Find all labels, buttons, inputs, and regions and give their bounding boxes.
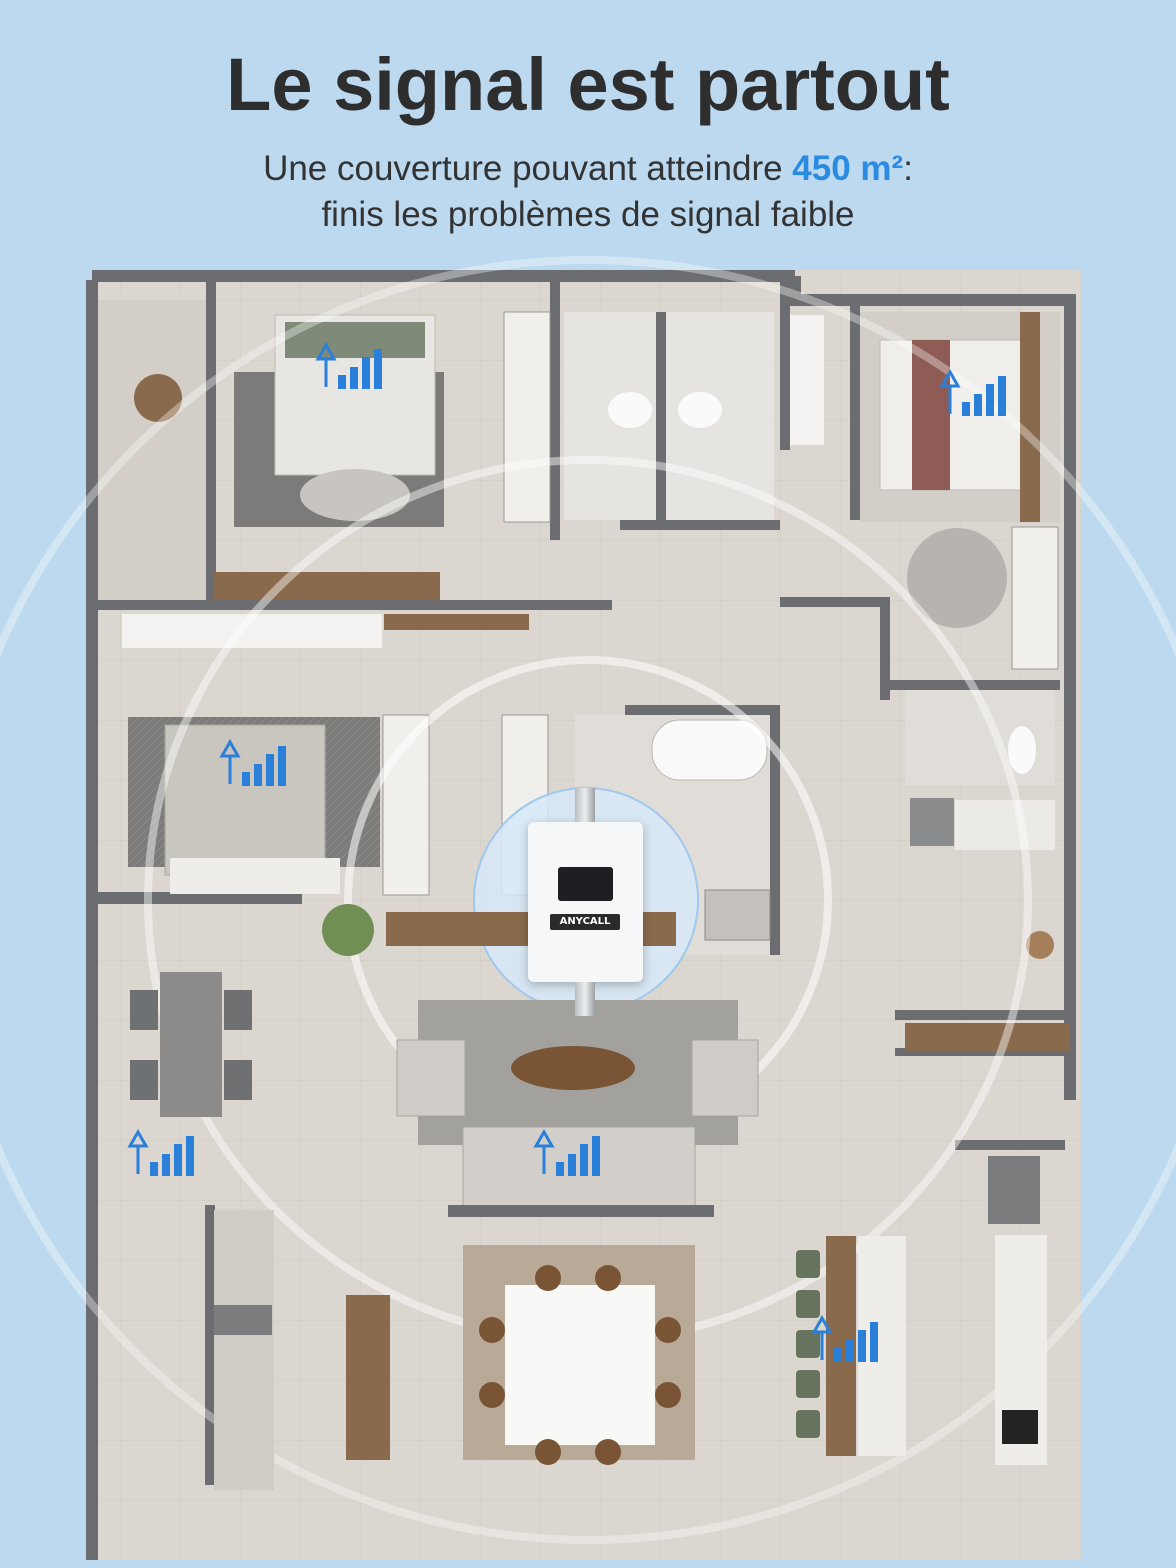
page-subtitle: Une couverture pouvant atteindre 450 m²:… xyxy=(0,146,1176,238)
kitchen-counter xyxy=(214,1210,274,1490)
bed xyxy=(164,724,326,876)
bathroom-divider xyxy=(656,312,666,520)
signal-booster-device: ANYCALL xyxy=(528,788,643,1016)
subtitle-text: Une couverture pouvant atteindre xyxy=(263,149,793,188)
coverage-area-value: 450 m² xyxy=(792,149,904,188)
chair xyxy=(224,1060,252,1100)
device-brand-label: ANYCALL xyxy=(550,914,620,930)
desk xyxy=(790,315,824,445)
bench xyxy=(346,1295,390,1460)
balcony xyxy=(98,300,206,600)
chair xyxy=(130,990,158,1030)
dining-table xyxy=(505,1285,655,1445)
plant xyxy=(322,904,374,956)
bed-frame xyxy=(170,858,340,894)
round-rug xyxy=(907,528,1007,628)
antenna-connector-bottom xyxy=(575,982,595,1016)
tv-console xyxy=(448,1205,714,1217)
headboard xyxy=(1020,312,1040,522)
dining-table xyxy=(160,972,222,1117)
sofa xyxy=(462,1126,696,1208)
chair xyxy=(224,990,252,1030)
signal-strength-icon xyxy=(127,341,1006,1362)
page-title: Le signal est partout xyxy=(226,43,950,126)
fridge xyxy=(988,1156,1040,1224)
round-rug xyxy=(300,469,410,521)
vanity xyxy=(955,800,1055,850)
armchair xyxy=(691,1039,759,1117)
outer-walls xyxy=(86,270,1076,1560)
dining-chairs xyxy=(479,1265,681,1465)
closet xyxy=(503,311,551,523)
subtitle-colon: : xyxy=(903,149,913,188)
basket xyxy=(1026,931,1054,959)
bar-stools xyxy=(796,1250,820,1438)
subtitle-line-2: finis les problèmes de signal faible xyxy=(321,195,855,234)
chair xyxy=(130,1060,158,1100)
bed-throw xyxy=(912,340,950,490)
cabinet xyxy=(910,798,954,846)
cooktop xyxy=(1002,1410,1038,1444)
desk-shelf xyxy=(214,572,440,600)
toilet xyxy=(608,392,652,428)
bathtub xyxy=(651,719,768,781)
toilet xyxy=(1008,726,1036,774)
interior-walls xyxy=(92,280,1075,1485)
toilet xyxy=(678,392,722,428)
shelf xyxy=(384,614,529,630)
side-table xyxy=(134,374,182,422)
armchair xyxy=(396,1039,466,1117)
appliance xyxy=(214,1305,272,1335)
device-display xyxy=(558,867,613,901)
bed-pillows xyxy=(285,322,425,358)
counter xyxy=(122,614,382,648)
shower xyxy=(704,889,771,941)
shelf xyxy=(905,1023,1070,1051)
antenna-connector-top xyxy=(575,788,595,822)
closet xyxy=(1011,526,1059,670)
bathroom xyxy=(564,312,774,520)
coffee-table xyxy=(511,1046,635,1090)
